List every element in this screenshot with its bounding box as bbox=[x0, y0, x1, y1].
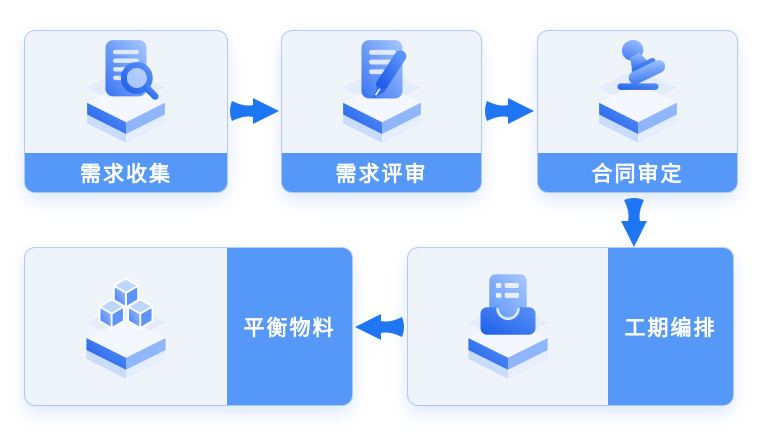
arrow-left-icon bbox=[353, 311, 407, 343]
node-icon-area bbox=[25, 248, 227, 405]
flow-node-schedule-arrangement: 工期编排 bbox=[408, 248, 733, 405]
stamp-glyph bbox=[621, 39, 665, 85]
document-edit-icon bbox=[342, 40, 421, 143]
flow-node-requirements-review: 需求评审 bbox=[282, 31, 481, 192]
node-label: 平衡物料 bbox=[243, 316, 336, 340]
arrow-right-icon bbox=[227, 95, 281, 127]
node-icon-area bbox=[282, 31, 481, 153]
node-label: 需求评审 bbox=[335, 162, 428, 186]
flow-node-requirements-collection: 需求收集 bbox=[25, 31, 227, 192]
cubes-icon bbox=[86, 277, 166, 379]
node-icon-area bbox=[538, 31, 737, 153]
inbox-tray-icon bbox=[468, 273, 548, 379]
cubes-glyph bbox=[98, 277, 154, 329]
node-label: 需求收集 bbox=[80, 162, 172, 186]
stamp-icon bbox=[598, 39, 677, 143]
node-icon-area bbox=[25, 31, 227, 153]
flow-node-material-balancing: 平衡物料 bbox=[25, 248, 352, 405]
node-label: 合同审定 bbox=[591, 162, 684, 186]
arrow-down-icon bbox=[618, 195, 650, 249]
document-search-icon bbox=[87, 40, 165, 143]
flow-node-contract-approval: 合同审定 bbox=[538, 31, 737, 192]
node-icon-area bbox=[408, 248, 608, 405]
node-label: 工期编排 bbox=[624, 316, 717, 340]
layered-base-icon bbox=[86, 302, 166, 379]
arrow-right-icon bbox=[482, 95, 536, 127]
